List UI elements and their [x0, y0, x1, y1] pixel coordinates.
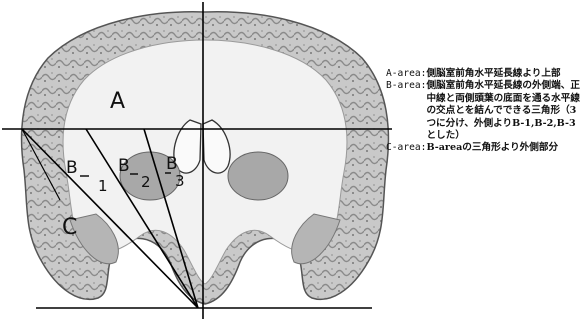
legend-key-b: B-area:: [386, 80, 426, 142]
legend-entry-a: A-area: 側脳室前角水平延長線より上部: [386, 68, 582, 80]
label-b2-sub: 2: [141, 173, 151, 191]
label-b2-letter: B: [118, 156, 130, 176]
label-c: C: [62, 215, 77, 240]
legend-text-c: B-areaの三角形より外側部分: [426, 142, 582, 154]
right-basal-ganglia: [228, 152, 288, 200]
label-b3-letter: B: [166, 154, 178, 174]
label-b3-sub: 3: [175, 172, 185, 190]
legend-entry-b: B-area: 側脳室前角水平延長線の外側端、正中線と両側頭葉の底面を通る水平線…: [386, 80, 582, 142]
legend-entry-c: C-area: B-areaの三角形より外側部分: [386, 142, 582, 154]
legend-text-b: 側脳室前角水平延長線の外側端、正中線と両側頭葉の底面を通る水平線の交点とを結んで…: [426, 80, 582, 142]
label-b1-letter: B: [66, 158, 78, 178]
label-b1-sub: 1: [98, 177, 108, 195]
area-legend: A-area: 側脳室前角水平延長線より上部 B-area: 側脳室前角水平延長…: [386, 68, 582, 155]
label-a: A: [110, 89, 125, 114]
legend-text-a: 側脳室前角水平延長線より上部: [426, 68, 582, 80]
legend-key-a: A-area:: [386, 68, 426, 80]
legend-key-c: C-area:: [386, 142, 426, 154]
